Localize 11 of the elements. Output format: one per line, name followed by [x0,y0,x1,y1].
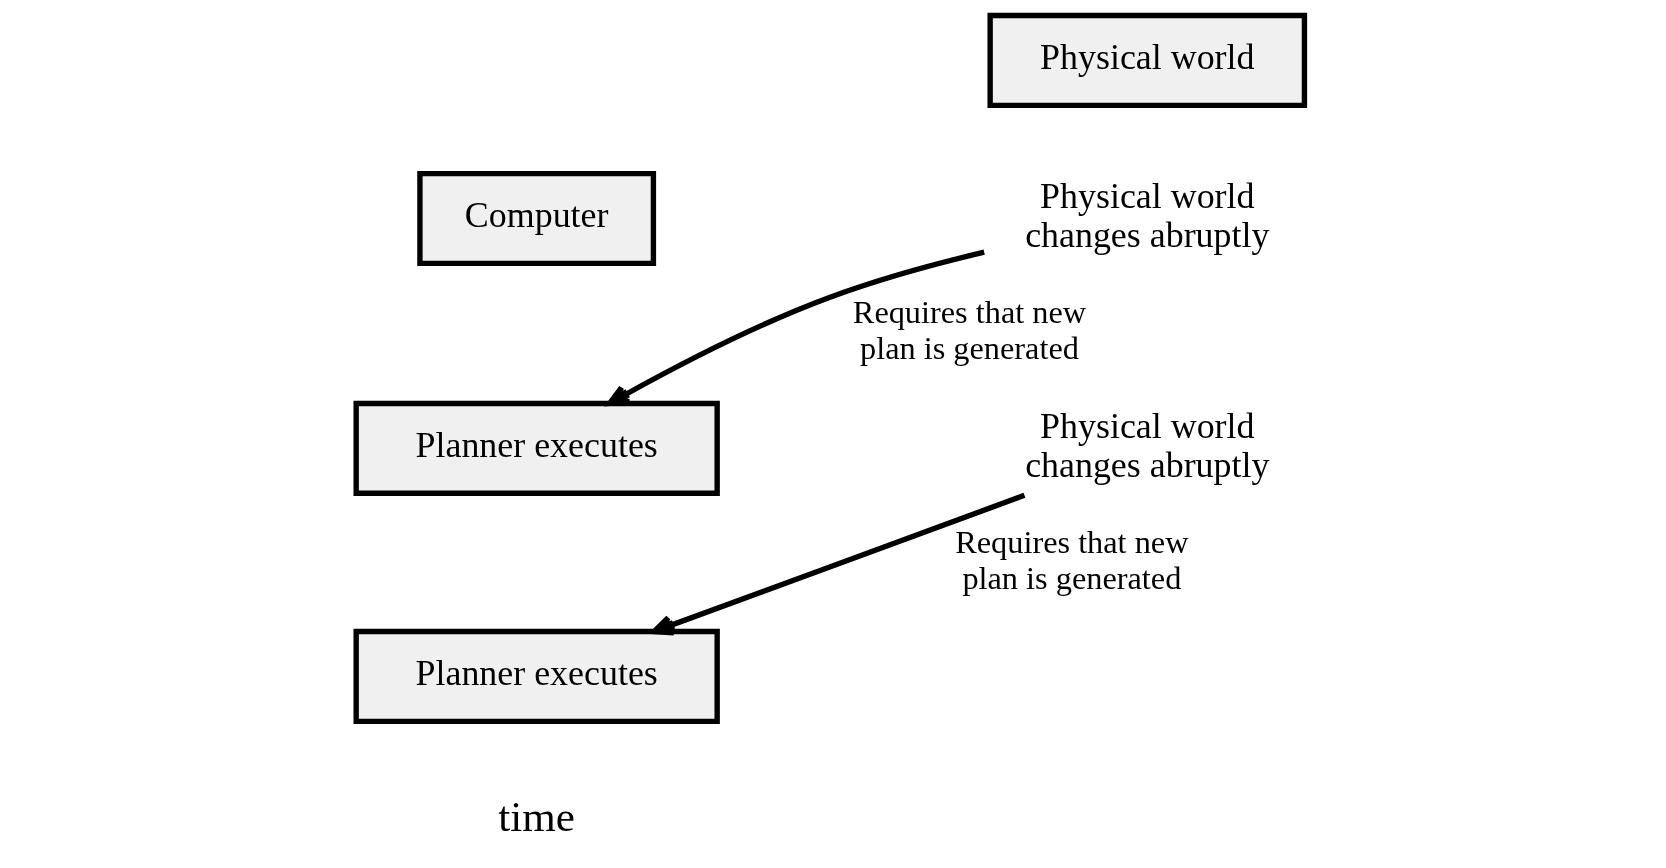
edge-label: Requires that new plan is generated [955,524,1189,597]
node-box: Physical world [987,12,1308,109]
node-text: Physical world changes abruptly [1025,405,1270,486]
arrow [651,492,1026,636]
node-text: Physical world changes abruptly [1025,175,1270,256]
label: time [498,793,575,841]
arrow [607,249,985,407]
node-box: Computer [417,170,657,267]
node-box: Planner executes [353,400,720,496]
node-box: Planner executes [353,628,720,725]
edge-label: Requires that new plan is generated [852,294,1087,367]
